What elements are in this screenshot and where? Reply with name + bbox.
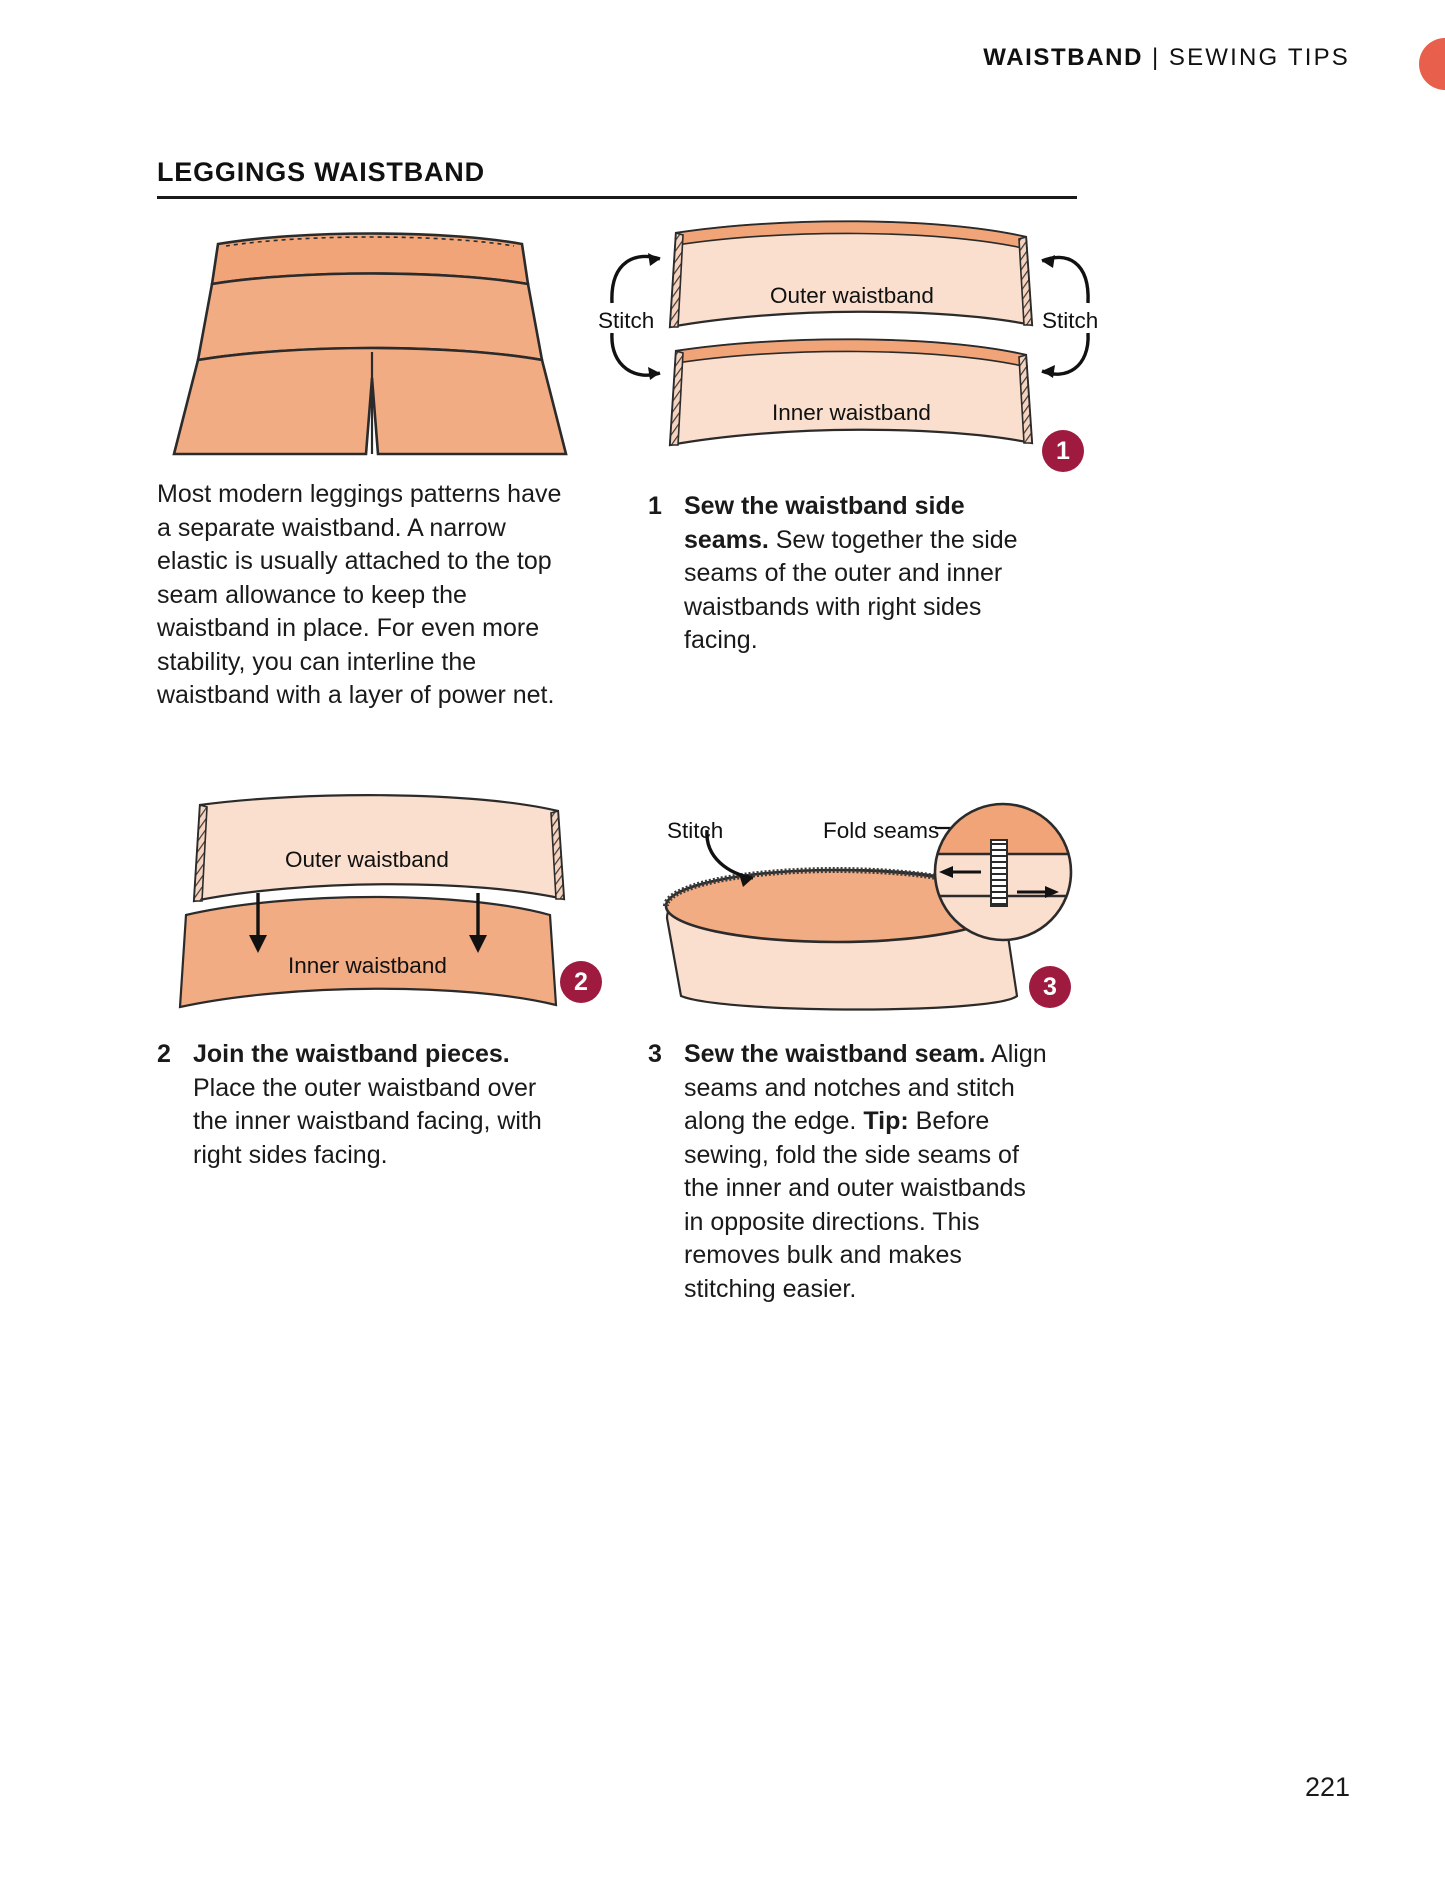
step-3-illustration: Stitch Fold seams 3 [645,800,1090,1020]
running-head-title: WAISTBAND [983,44,1144,71]
page-title: LEGGINGS WAISTBAND [157,157,485,187]
step-1-heading: Sew the waistband side seams. [684,492,965,554]
step-1-stitch-label-right: Stitch [1042,308,1099,333]
step-2-badge-number: 2 [574,967,588,996]
step-2-text: 2 Join the waistband pieces. Place the o… [157,1038,567,1172]
leggings-elastic-stitchline [225,236,515,247]
running-head: WAISTBAND | SEWING TIPS [983,44,1350,72]
step-3-heading: Sew the waistband seam. [684,1040,986,1068]
step-2-inner-label: Inner waistband [288,953,447,978]
stitch-arrow-left-lower-head [648,367,660,380]
step2-inner-waistband-piece [178,895,558,1009]
step-1-badge: 1 [1042,430,1084,472]
step-1-description: Sew the waistband side seams. Sew togeth… [684,490,1048,658]
step2-arrow-left-head [249,935,267,953]
step-3-badge: 3 [1029,966,1071,1008]
stitch-arrow-right-upper-head [1042,255,1055,268]
step-2-heading: Join the waistband pieces. [193,1040,510,1068]
stitch-arrow-left-upper-head [648,253,660,266]
inner-waistband-left-serged-edge [669,349,684,446]
intro-paragraph: Most modern leggings patterns have a sep… [157,480,562,709]
step-1-body: Sew together the side seams of the outer… [684,525,1018,655]
page-tab-marker [1419,38,1445,90]
step-3-fold-label: Fold seams [823,818,940,843]
step-3-stitch-label: Stitch [667,818,724,843]
step3-magnifier-inset [933,802,1073,942]
step-1-text: 1 Sew the waistband side seams. Sew toge… [648,490,1048,658]
stitch-arrow-right-lower-head [1042,365,1055,378]
step2-arrow-right-head [469,935,487,953]
outer-waistband-left-serged-edge [669,231,684,328]
step-3-body-b: Before sewing, fold the side seams of th… [684,1107,1026,1303]
page-number: 221 [1304,1772,1350,1802]
inner-waistband-right-serged-edge [1018,353,1033,444]
outer-waistband-right-serged-edge [1018,235,1033,326]
step-3-badge-number: 3 [1043,972,1057,1001]
step-1-number: 1 [648,492,662,520]
running-head-separator: | [1152,44,1160,71]
step-3-tip-label: Tip: [863,1107,909,1135]
step-2-outer-label: Outer waistband [285,847,449,872]
stitch-arrow-left-lower [610,332,661,377]
step2-outer-left-serged-edge [193,803,208,902]
step-1-inner-label: Inner waistband [772,400,931,425]
step-2-badge: 2 [560,961,602,1003]
title-divider [157,196,1077,199]
step-2-number: 2 [157,1040,171,1068]
step-1-badge-number: 1 [1056,436,1070,465]
step-1-illustration: Outer waistband Inner waistband Stitch S… [590,215,1110,480]
step-3-number: 3 [648,1040,662,1068]
leggings-illustration [150,228,590,463]
leggings-legs-shape [172,346,568,456]
step-2-illustration: Outer waistband Inner waistband 2 [178,794,602,1020]
step-1-outer-label: Outer waistband [770,283,934,308]
step2-outer-right-serged-edge [550,809,565,900]
running-head-subtitle: SEWING TIPS [1168,44,1350,71]
step-1-stitch-label-left: Stitch [598,308,655,333]
step3-stitch-arrow-head [739,874,753,887]
step-3-text: 3 Sew the waistband seam. Align seams an… [648,1038,1048,1306]
step3-magnifier-ring [933,802,1073,942]
step-3-body-a: Align seams and notches and stitch along… [684,1040,1047,1135]
step-2-body: Place the outer waistband over the inner… [193,1073,542,1169]
step-2-description: Join the waistband pieces. Place the out… [193,1038,567,1172]
step-3-description: Sew the waistband seam. Align seams and … [684,1038,1048,1306]
